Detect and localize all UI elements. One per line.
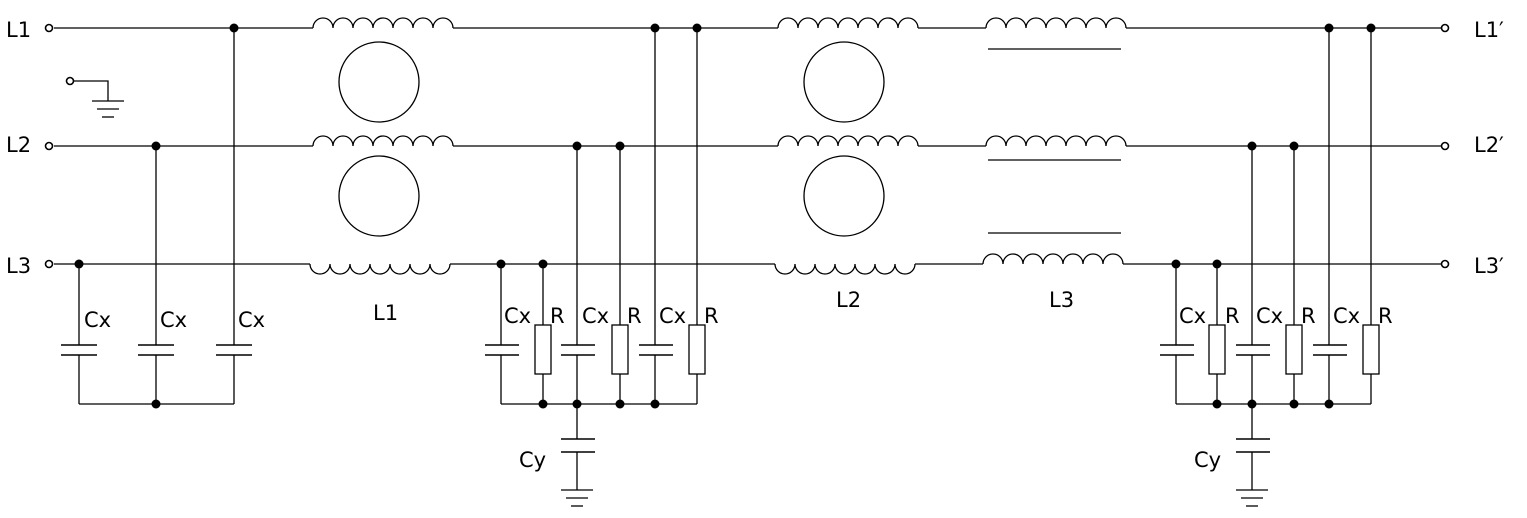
junction-dot bbox=[572, 141, 582, 151]
r-label: R bbox=[1225, 304, 1240, 328]
inductor-l2-line2-coil bbox=[777, 135, 919, 147]
r-label: R bbox=[627, 304, 642, 328]
inductor-l3-line1-coil bbox=[985, 17, 1127, 29]
terminal-label-l1: L1 bbox=[6, 18, 31, 42]
junction-dot bbox=[650, 399, 660, 409]
inductor-l3-core-bars bbox=[988, 48, 1121, 234]
r-label: R bbox=[550, 304, 565, 328]
terminal-label-l3-out: L3′ bbox=[1474, 254, 1504, 278]
terminal-l1-out bbox=[1440, 23, 1450, 33]
inductor-label-l1: L1 bbox=[373, 301, 398, 325]
junction-dot bbox=[538, 399, 548, 409]
junction-dot bbox=[1324, 399, 1334, 409]
junction-dot bbox=[615, 399, 625, 409]
junction-dot bbox=[692, 23, 702, 33]
inductor-l1-core-upper bbox=[338, 41, 420, 123]
junction-dot bbox=[572, 399, 582, 409]
junction-dot bbox=[1289, 399, 1299, 409]
inductor-l1-line2-coil bbox=[312, 135, 454, 147]
r-label: R bbox=[1378, 304, 1393, 328]
terminal-label-l3: L3 bbox=[6, 254, 31, 278]
inductor-l1-core-lower bbox=[338, 155, 420, 237]
junction-dot bbox=[229, 23, 239, 33]
cx-label: Cx bbox=[504, 304, 531, 328]
cx-label: Cx bbox=[1256, 304, 1283, 328]
inductor-l2-line3-coil bbox=[774, 263, 916, 275]
cx-label: Cx bbox=[160, 308, 187, 332]
junction-dot bbox=[1212, 259, 1222, 269]
inductor-l1-line1-coil bbox=[312, 17, 454, 29]
junction-dots bbox=[74, 23, 1376, 409]
cx-label: Cx bbox=[582, 304, 609, 328]
terminal-label-l1-out: L1′ bbox=[1474, 18, 1504, 42]
output-rc-bank bbox=[1160, 28, 1380, 507]
inductor-l1-line3-coil bbox=[309, 263, 451, 275]
junction-dot bbox=[538, 259, 548, 269]
terminal-label-l2: L2 bbox=[6, 133, 31, 157]
terminal-l2-in bbox=[44, 141, 54, 151]
junction-dot bbox=[615, 141, 625, 151]
junction-dot bbox=[1247, 399, 1257, 409]
inductor-l3-line3-coil bbox=[982, 253, 1124, 265]
junction-dot bbox=[1366, 23, 1376, 33]
junction-dot bbox=[1247, 141, 1257, 151]
cx-label: Cx bbox=[1333, 304, 1360, 328]
junction-dot bbox=[1289, 141, 1299, 151]
junction-dot bbox=[1171, 259, 1181, 269]
cy-label: Cy bbox=[1194, 448, 1221, 472]
junction-dot bbox=[496, 259, 506, 269]
cx-label: Cx bbox=[1179, 304, 1206, 328]
r-label: R bbox=[704, 304, 719, 328]
terminal-l2-out bbox=[1440, 141, 1450, 151]
cx-label: Cx bbox=[84, 308, 111, 332]
input-capacitor-bank bbox=[61, 28, 252, 405]
terminal-label-l2-out: L2′ bbox=[1474, 133, 1504, 157]
inductor-l3-line2-coil bbox=[985, 135, 1127, 147]
junction-dot bbox=[1212, 399, 1222, 409]
inductor-l2-core-lower bbox=[803, 155, 885, 237]
junction-dot bbox=[74, 259, 84, 269]
earth-terminal bbox=[65, 76, 124, 118]
junction-dot bbox=[151, 399, 161, 409]
inductor-label-l2: L2 bbox=[836, 288, 861, 312]
inductor-l2-line1-coil bbox=[777, 17, 919, 29]
terminal-l3-out bbox=[1440, 259, 1450, 269]
cx-label: Cx bbox=[659, 304, 686, 328]
inductor-label-l3: L3 bbox=[1049, 288, 1074, 312]
inductor-l2-core-upper bbox=[803, 41, 885, 123]
cx-label: Cx bbox=[238, 308, 265, 332]
middle-rc-bank bbox=[485, 28, 706, 507]
junction-dot bbox=[151, 141, 161, 151]
junction-dot bbox=[1324, 23, 1334, 33]
junction-dot bbox=[650, 23, 660, 33]
terminal-l3-in bbox=[44, 259, 54, 269]
cy-label: Cy bbox=[519, 448, 546, 472]
terminal-l1-in bbox=[44, 23, 54, 33]
r-label: R bbox=[1301, 304, 1316, 328]
